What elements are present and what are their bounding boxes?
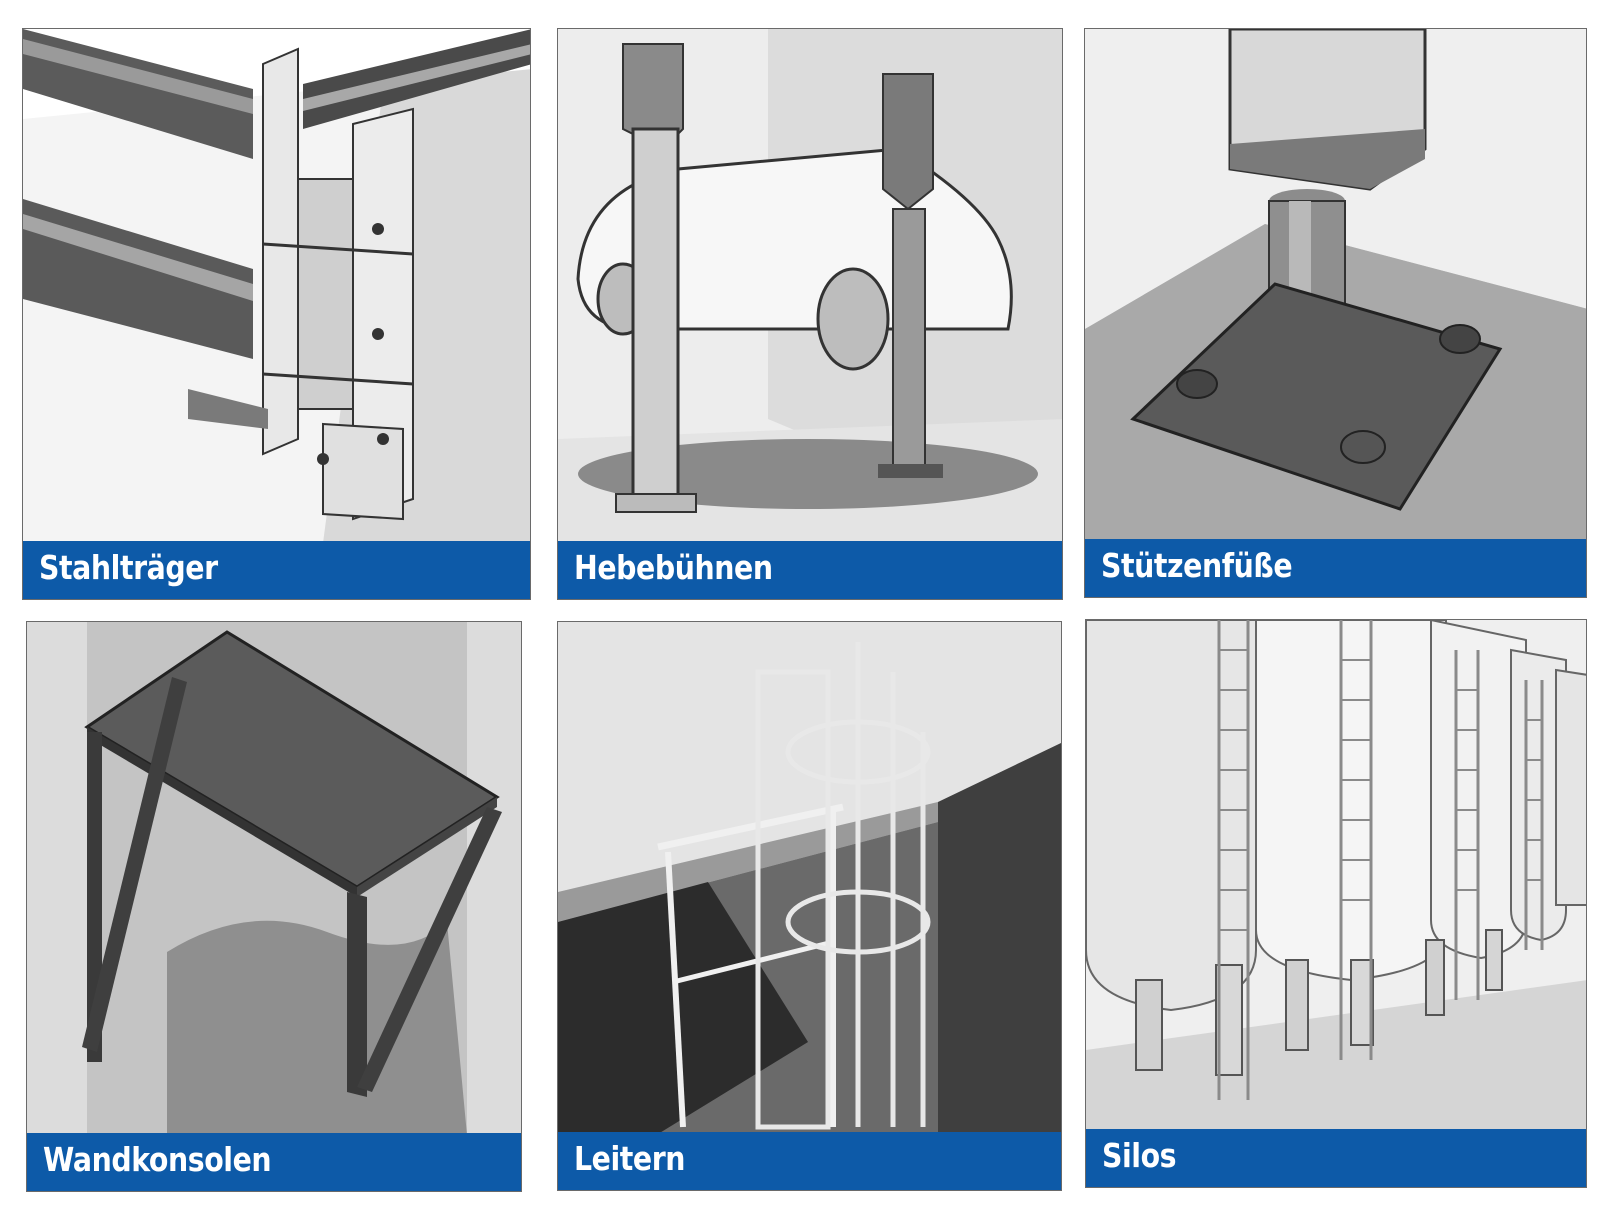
column-base-illustration [1085,29,1586,541]
tile-label: Hebebühnen [574,548,773,587]
silo-illustration [1086,620,1586,1131]
tile-silos[interactable]: Silos [1085,619,1587,1188]
tile-leitern[interactable]: Leitern [557,621,1062,1191]
tile-stuetzenfuesse[interactable]: Stützenfüße [1084,28,1587,598]
wall-bracket-illustration [27,622,521,1135]
tile-stahltraeger[interactable]: Stahlträger [22,28,531,600]
tile-label: Silos [1102,1136,1177,1175]
steel-beam-illustration [23,29,530,543]
caption-band: Wandkonsolen [27,1133,521,1191]
tile-label: Leitern [574,1139,686,1178]
caption-band: Silos [1086,1129,1586,1187]
ladder-illustration [558,622,1061,1134]
tile-hebebuehnen[interactable]: Hebebühnen [557,28,1063,600]
caption-band: Leitern [558,1132,1061,1190]
caption-band: Stahlträger [23,541,530,599]
caption-band: Hebebühnen [558,541,1062,599]
car-lift-illustration [558,29,1062,543]
tile-wandkonsolen[interactable]: Wandkonsolen [26,621,522,1192]
tile-label: Wandkonsolen [43,1140,272,1179]
tile-label: Stützenfüße [1101,546,1293,585]
tile-label: Stahlträger [39,548,218,587]
caption-band: Stützenfüße [1085,539,1586,597]
